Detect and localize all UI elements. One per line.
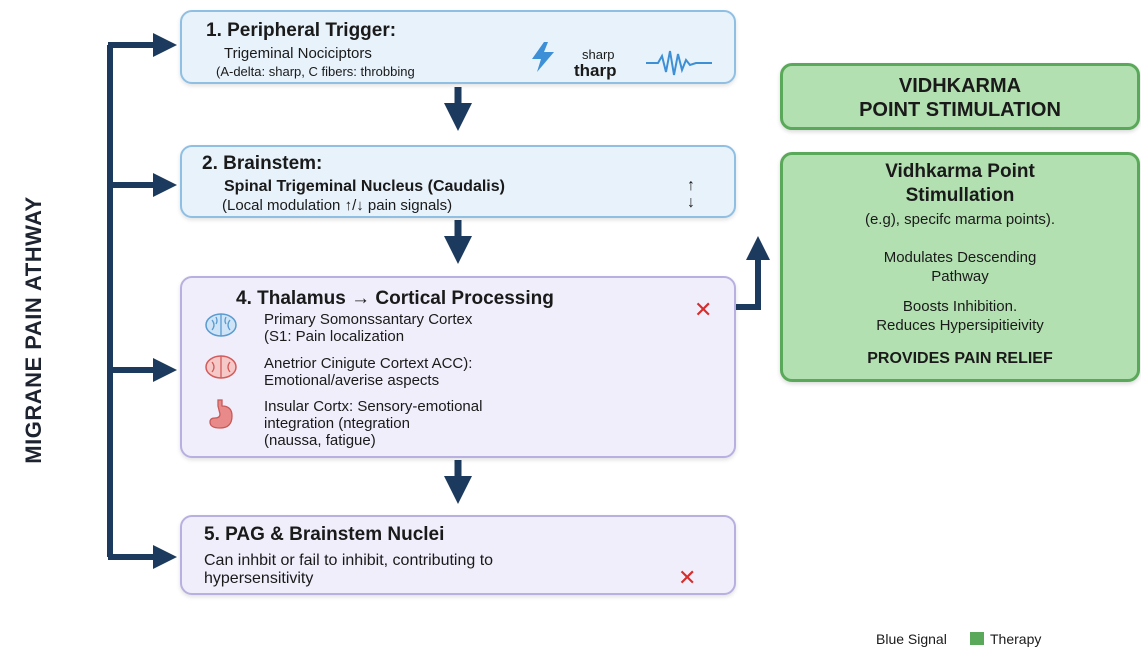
- therapy-point-2b: Reduces Hypersipitieivity: [876, 317, 1044, 334]
- step-1-line-1: Trigeminal Nociciptors: [224, 45, 372, 62]
- legend-green-swatch: [970, 632, 984, 645]
- step-1-line-2: (A-delta: sharp, C fibers: throbbing: [216, 64, 415, 79]
- therapy-header-box: VIDHKARMA POINT STIMULATION: [780, 63, 1140, 130]
- acc-brain-icon: [205, 355, 237, 379]
- cortex-item-1-line-1: Primary Somonssantary Cortex: [264, 311, 473, 328]
- legend-blue-signal: Blue Signal: [876, 631, 947, 647]
- therapy-header-line-1: VIDHKARMA: [898, 75, 1022, 97]
- step-4-title: 4. Thalamus → Cortical Processing: [236, 288, 554, 309]
- step-1-box: 1. Peripheral Trigger: Trigeminal Nocici…: [180, 10, 736, 84]
- cortex-item-2-line-1: Anetrior Cinigute Cortext ACC):: [264, 355, 473, 372]
- therapy-point-2a: Boosts Inhibition.: [902, 298, 1018, 315]
- up-arrow-icon: ↑: [687, 177, 695, 194]
- step-5-title: 5. PAG & Brainstem Nuclei: [204, 524, 445, 545]
- cortex-item-1-line-2: (S1: Pain localization: [264, 328, 405, 345]
- therapy-title-line-1: Vidhkarma Point: [885, 161, 1035, 182]
- step-5-line-1: Can inhbit or fail to inhibit, contribut…: [204, 552, 494, 569]
- side-label: MIGRANE PAIN ATHWAY: [21, 196, 46, 464]
- step-5-line-2: hypersensitivity: [204, 570, 314, 587]
- stomach-icon: [209, 399, 233, 429]
- step-2-line-1: Spinal Trigeminal Nucleus (Caudalis): [224, 178, 505, 195]
- cortex-item-3-line-2: integration (ntegration: [264, 415, 410, 432]
- therapy-detail-box: Vidhkarma Point Stimullation (e.g), spec…: [780, 152, 1140, 382]
- step-2-title: 2. Brainstem:: [202, 153, 323, 174]
- cortex-item-3-line-1: Insular Cortx: Sensory-emotional: [264, 398, 483, 415]
- cortex-item-2-line-2: Emotional/averise aspects: [264, 372, 440, 389]
- therapy-title-line-2: Stimullation: [905, 185, 1015, 206]
- therapy-header-line-2: POINT STIMULATION: [859, 99, 1061, 121]
- lightning-icon: [532, 42, 554, 72]
- therapy-subtitle: (e.g), specifc marma points).: [864, 211, 1056, 228]
- down-arrow-icon: ↓: [687, 194, 695, 211]
- brain-icon: [205, 313, 237, 337]
- step-4-box: 4. Thalamus → Cortical Processing ✕ Prim…: [180, 276, 736, 458]
- therapy-point-1a: Modulates Descending: [883, 249, 1037, 266]
- therapy-relief: PROVIDES PAIN RELIEF: [867, 350, 1053, 367]
- wave-icon: [646, 50, 712, 76]
- step-2-line-2: (Local modulation ↑/↓ pain signals): [222, 197, 453, 214]
- sharp-label-big: tharp: [574, 61, 617, 80]
- step-1-title: 1. Peripheral Trigger:: [206, 20, 397, 41]
- therapy-point-1b: Pathway: [931, 268, 989, 285]
- step-2-box: 2. Brainstem: Spinal Trigeminal Nucleus …: [180, 145, 736, 218]
- step-5-box: 5. PAG & Brainstem Nuclei Can inhbit or …: [180, 515, 736, 595]
- cross-icon: ✕: [678, 565, 697, 590]
- cortex-item-3-line-3: (naussa, fatigue): [264, 432, 376, 449]
- legend-therapy: Therapy: [990, 631, 1042, 647]
- sharp-label-small: sharp: [582, 47, 615, 62]
- cross-icon: ✕: [694, 297, 713, 322]
